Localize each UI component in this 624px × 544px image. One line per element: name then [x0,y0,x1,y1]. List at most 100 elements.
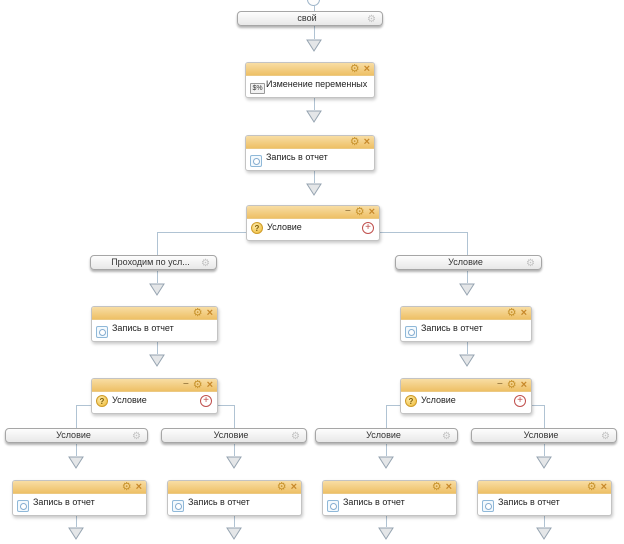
node-write-report-b1[interactable]: ⚙ × Запись в отчет [12,480,147,516]
condition-icon: ? [251,222,263,234]
arrow-down-icon [149,283,165,296]
gear-icon[interactable]: ⚙ [291,431,300,442]
node-write-report-b2[interactable]: ⚙ × Запись в отчет [167,480,302,516]
pill-branch-left[interactable]: Проходим по усл... ⚙ [90,255,217,270]
arrow-down-icon [149,354,165,367]
gear-icon[interactable]: ⚙ [601,431,610,442]
gear-icon[interactable]: ⚙ [132,431,141,442]
connector-line [157,342,158,354]
gear-icon[interactable]: ⚙ [431,481,442,493]
pill-label: Условие [366,430,401,440]
report-icon [405,326,417,338]
node-condition-main[interactable]: – ⚙ × ? Условие + [246,205,380,241]
gear-icon[interactable]: ⚙ [349,63,360,75]
pill-branch-right[interactable]: Условие ⚙ [395,255,542,270]
pill-label: свой [297,13,317,23]
connector-line [314,171,315,183]
close-icon[interactable]: × [445,481,452,493]
node-label: Условие [267,222,302,232]
node-condition-right[interactable]: – ⚙ × ? Условие + [400,378,532,414]
node-label: Запись в отчет [266,152,328,162]
gear-icon[interactable]: ⚙ [506,307,517,319]
gear-icon[interactable]: ⚙ [506,379,517,391]
node-condition-left[interactable]: – ⚙ × ? Условие + [91,378,218,414]
variables-icon: $% [250,83,265,94]
close-icon[interactable]: × [206,307,213,319]
condition-icon: ? [96,395,108,407]
node-write-report-1[interactable]: ⚙ × Запись в отчет [245,135,375,171]
arrow-down-icon [536,527,552,540]
node-change-variables[interactable]: ⚙ × $% Изменение переменных [245,62,375,98]
pill-label: Условие [213,430,249,440]
report-icon [96,326,108,338]
connector-line [467,342,468,354]
gear-icon[interactable]: ⚙ [586,481,597,493]
arrow-down-icon [378,456,394,469]
node-write-report-b3[interactable]: ⚙ × Запись в отчет [322,480,457,516]
add-branch-button[interactable]: + [362,222,374,234]
connector-line [314,6,315,11]
arrow-down-icon [306,183,322,196]
minimize-icon[interactable]: – [183,378,189,389]
pill-start[interactable]: свой ⚙ [237,11,383,26]
add-branch-button[interactable]: + [200,395,212,407]
pill-branch-4[interactable]: Условие ⚙ [471,428,617,443]
node-label: Условие [421,395,456,405]
pill-branch-1[interactable]: Условие ⚙ [5,428,148,443]
pill-label: Проходим по усл... [111,257,190,267]
node-label: Запись в отчет [421,323,483,333]
close-icon[interactable]: × [206,379,213,391]
minimize-icon[interactable]: – [345,205,351,216]
close-icon[interactable]: × [600,481,607,493]
gear-icon[interactable]: ⚙ [276,481,287,493]
pill-label: Условие [523,430,559,440]
pill-label: Условие [56,430,91,440]
node-header: – ⚙ × [92,379,217,392]
node-header: ⚙ × [13,481,146,494]
gear-icon[interactable]: ⚙ [354,206,365,218]
minimize-icon[interactable]: – [497,378,503,389]
gear-icon[interactable]: ⚙ [349,136,360,148]
gear-icon[interactable]: ⚙ [192,307,203,319]
pill-branch-2[interactable]: Условие ⚙ [161,428,307,443]
gear-icon[interactable]: ⚙ [201,258,210,269]
node-label: Условие [112,395,147,405]
arrow-down-icon [459,283,475,296]
node-write-report-b4[interactable]: ⚙ × Запись в отчет [477,480,612,516]
close-icon[interactable]: × [290,481,297,493]
node-header: – ⚙ × [401,379,531,392]
node-write-report-right[interactable]: ⚙ × Запись в отчет [400,306,532,342]
report-icon [482,500,494,512]
node-label: Запись в отчет [112,323,174,333]
arrow-down-icon [226,456,242,469]
connector-line [157,232,158,255]
report-icon [172,500,184,512]
close-icon[interactable]: × [363,63,370,75]
pill-branch-3[interactable]: Условие ⚙ [315,428,458,443]
gear-icon[interactable]: ⚙ [121,481,132,493]
node-write-report-left[interactable]: ⚙ × Запись в отчет [91,306,218,342]
report-icon [250,155,262,167]
node-header: ⚙ × [323,481,456,494]
close-icon[interactable]: × [363,136,370,148]
connector-line [386,516,387,527]
close-icon[interactable]: × [135,481,142,493]
add-branch-button[interactable]: + [514,395,526,407]
connector-line [76,405,77,428]
node-label: Запись в отчет [498,497,560,507]
gear-icon[interactable]: ⚙ [192,379,203,391]
close-icon[interactable]: × [520,379,527,391]
close-icon[interactable]: × [368,206,375,218]
gear-icon[interactable]: ⚙ [367,14,376,25]
arrow-down-icon [226,527,242,540]
gear-icon[interactable]: ⚙ [526,258,535,269]
close-icon[interactable]: × [520,307,527,319]
node-header: ⚙ × [478,481,611,494]
connector-line [386,405,400,406]
connector-line [532,405,544,406]
gear-icon[interactable]: ⚙ [442,431,451,442]
connector-line [76,444,77,456]
arrow-down-icon [459,354,475,367]
pill-label: Условие [448,257,483,267]
node-header: ⚙ × [168,481,301,494]
